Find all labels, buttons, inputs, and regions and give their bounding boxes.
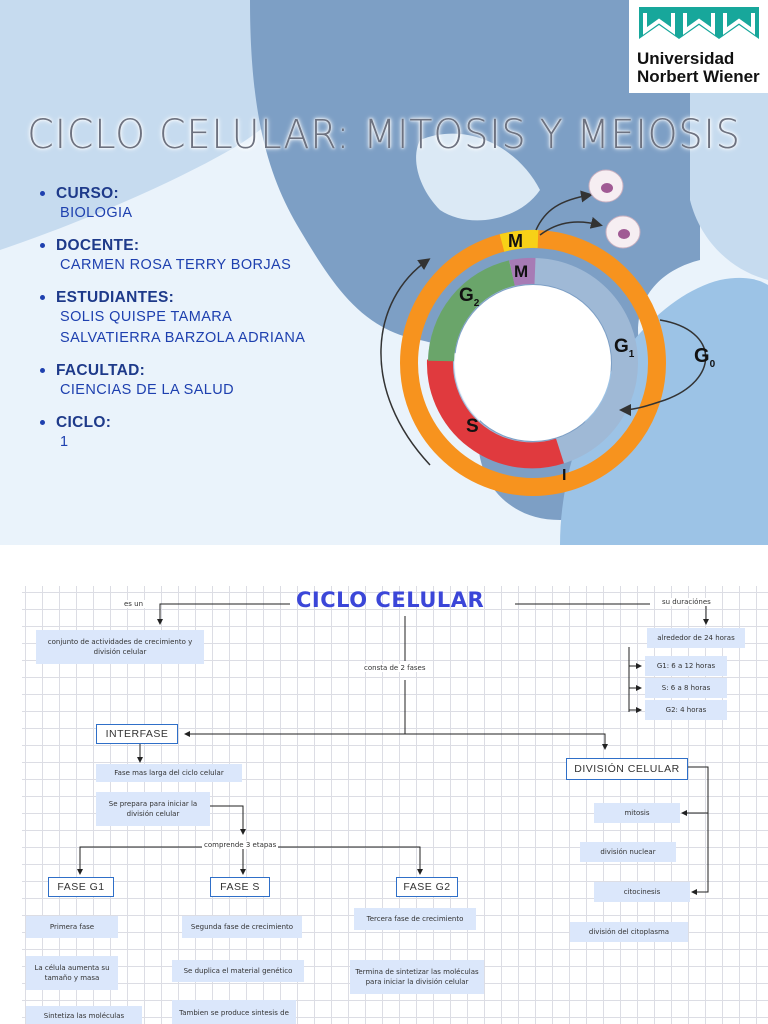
cycle-arrow-left [380,258,431,466]
node-interfase: INTERFASE [96,724,178,744]
bullet-icon [40,295,45,300]
box-division-nuclear: división nuclear [580,842,676,862]
label-g0: G0 [694,345,715,370]
daughter-arrow-1 [535,190,593,231]
info-label: CURSO: [56,185,119,202]
box-s-a: Segunda fase de crecimiento [182,916,302,938]
info-label: FACULTAD: [56,362,146,379]
box-division-citoplasma: división del citoplasma [570,922,688,942]
info-value: SOLIS QUISPE TAMARA SALVATIERRA BARZOLA … [60,309,306,346]
label-g2: G2 [459,285,479,309]
label-m-outer: M [508,231,523,251]
label-s: S [466,416,479,437]
info-value: BIOLOGIA [60,205,133,221]
concept-map-slide: CICLO CELULAR es un conjunto de activida… [0,586,768,1024]
logo-line-1: Universidad [637,49,735,68]
bullet-icon [40,368,45,373]
info-item-docente: DOCENTE: CARMEN ROSA TERRY BORJAS [40,237,400,276]
g0-arrow [619,319,707,416]
logo-mark-icon [639,7,759,39]
node-fase-g1: FASE G1 [48,877,114,897]
info-item-estudiantes: ESTUDIANTES: SOLIS QUISPE TAMARA SALVATI… [40,289,400,349]
box-s-c: Tambien se produce sintesis de [172,1000,296,1024]
info-label: DOCENTE: [56,237,140,254]
left-margin [0,586,22,1024]
map-title: CICLO CELULAR [296,588,485,612]
label-g2-letter: G [459,285,474,306]
info-label: ESTUDIANTES: [56,289,175,306]
label-m-inner: M [514,262,529,281]
box-interfase-a: Fase mas larga del ciclo celular [96,764,242,782]
info-item-facultad: FACULTAD: CIENCIAS DE LA SALUD [40,362,400,401]
label-comprende: comprende 3 etapas [202,841,279,849]
label-g1-letter: G [614,336,629,357]
node-division-celular: DIVISIÓN CELULAR [566,758,688,780]
box-g2-b: Termina de sintetizar las moléculas para… [350,960,484,994]
label-i: I [562,467,567,484]
label-g0-letter: G [694,345,710,367]
box-g1-c: Sintetiza las moléculas [26,1006,142,1024]
box-interfase-b: Se prepara para iniciar la división celu… [96,792,210,826]
node-fase-g2: FASE G2 [396,877,458,897]
info-item-ciclo: CICLO: 1 [40,414,400,453]
m-inner-segment [509,257,536,286]
cell-cycle-diagram [380,169,707,496]
box-definition: conjunto de actividades de crecimiento y… [36,630,204,664]
box-duration-s: S: 6 a 8 horas [645,678,727,698]
university-logo: Universidad Norbert Wiener [629,0,768,93]
cycle-center [455,285,611,441]
info-value: CARMEN ROSA TERRY BORJAS [60,257,292,273]
box-g1-b: La célula aumenta su tamaño y masa [26,956,118,990]
box-s-b: Se duplica el material genético [172,960,304,982]
title-slide: Universidad Norbert Wiener CICLO CELULAR… [0,0,768,545]
s-segment [426,359,564,469]
box-citocinesis: citocinesis [594,882,690,902]
box-g1-a: Primera fase [26,916,118,938]
box-mitosis: mitosis [594,803,680,823]
slide-title: CICLO CELULAR: MITOSIS Y MEIOSIS [27,112,741,158]
box-duration-g1: G1: 6 a 12 horas [645,656,727,676]
logo-line-2: Norbert Wiener [637,67,760,86]
bullet-icon [40,420,45,425]
label-duraciones: su duraciónes [660,598,713,606]
g2-segment [428,260,516,362]
node-fase-s: FASE S [210,877,270,897]
bullet-icon [40,191,45,196]
label-consta: consta de 2 fases [362,664,428,672]
box-g2-a: Tercera fase de crecimiento [354,908,476,930]
daughter-nucleus-2 [618,229,630,239]
logo-text: Universidad Norbert Wiener [637,50,760,86]
info-label: CICLO: [56,414,112,431]
m-phase-segment [499,229,539,252]
label-g2-sub: 2 [473,297,480,309]
connector-lines [77,603,709,895]
box-duration-g2: G2: 4 horas [645,700,727,720]
bullet-icon [40,243,45,248]
daughter-arrow-2 [539,216,603,236]
label-es-un: es un [122,600,146,608]
label-g0-sub: 0 [709,359,716,370]
info-list: CURSO: BIOLOGIA DOCENTE: CARMEN ROSA TER… [40,185,400,466]
info-value: 1 [60,434,69,450]
daughter-nucleus-1 [601,183,613,193]
box-duration-total: alrededor de 24 horas [647,628,745,648]
info-item-curso: CURSO: BIOLOGIA [40,185,400,224]
label-g1-sub: 1 [628,348,635,360]
info-value: CIENCIAS DE LA SALUD [60,382,234,398]
label-g1: G1 [614,336,634,360]
